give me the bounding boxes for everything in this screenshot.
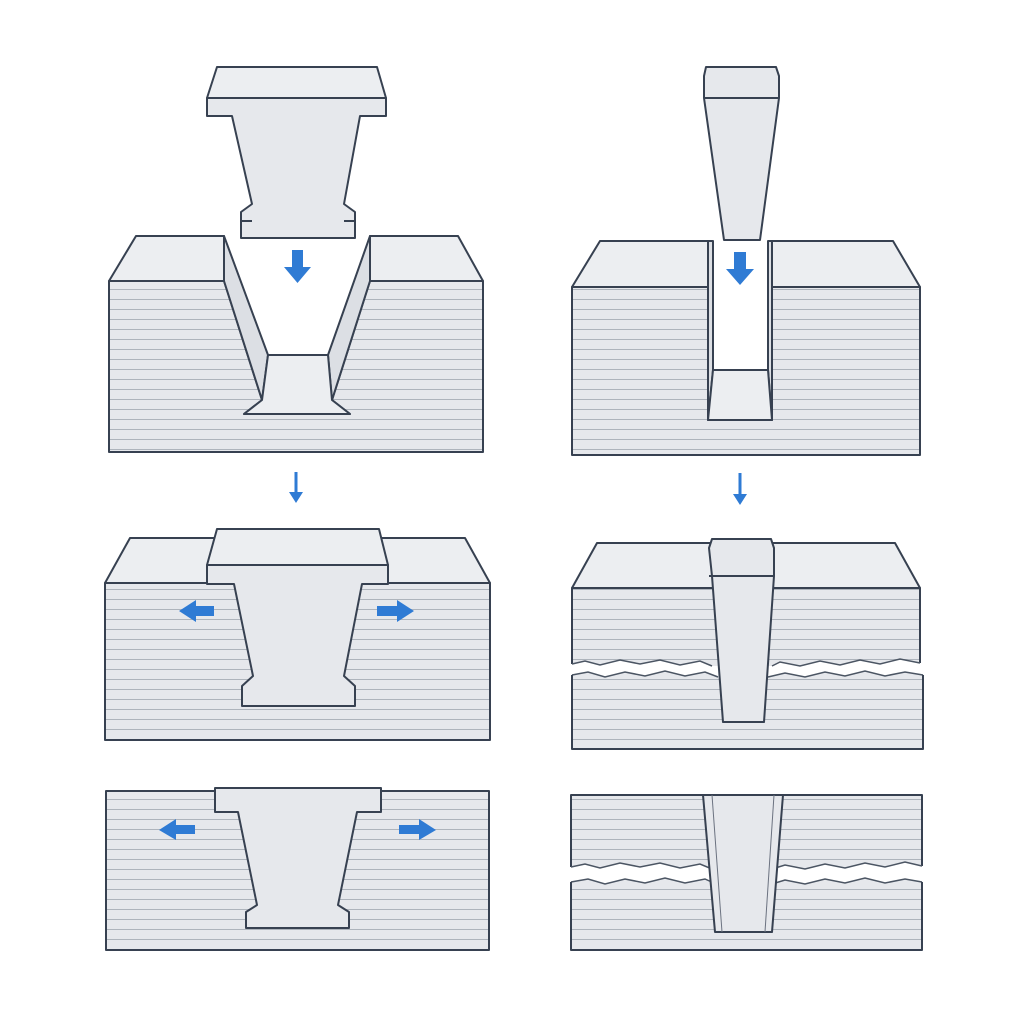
arrow-down-icon (726, 252, 754, 285)
step-arrow-left-1 (289, 472, 303, 503)
arrow-right-icon (399, 819, 436, 840)
crack-line (767, 670, 924, 678)
dovetail-section-panel (105, 787, 490, 951)
block-top-right (369, 235, 484, 282)
wedge-section-panel (570, 794, 923, 951)
arrow-left-icon (179, 600, 214, 622)
dovetail-key (214, 787, 382, 929)
arrow-down-icon (733, 494, 747, 505)
crack-line (570, 862, 713, 870)
arrow-left-icon (159, 819, 195, 840)
step-arrow-right-1 (733, 473, 747, 505)
dovetail-key (206, 528, 389, 707)
groove-floor (243, 354, 351, 415)
wedge (703, 66, 780, 241)
crack-line (771, 658, 921, 667)
slot-floor (707, 369, 773, 421)
arrow-down-icon (289, 492, 303, 503)
wedge-insert-panel (571, 66, 921, 456)
crack-line (570, 877, 717, 885)
dovetail-insert-panel (108, 66, 484, 453)
dovetail-key (206, 66, 387, 239)
dovetail-seated-panel (104, 528, 491, 741)
arrow-down-icon (284, 250, 311, 283)
arrow-right-icon (377, 600, 414, 622)
wedge (708, 538, 775, 723)
crack-line (771, 861, 923, 870)
wedge (702, 794, 784, 933)
crack-line (771, 877, 923, 885)
crack-line (571, 670, 719, 678)
wedge-split-panel (571, 538, 924, 750)
block-top-left (571, 240, 709, 288)
crack-line (571, 659, 713, 667)
block-top-right (771, 240, 921, 288)
block-top-left (108, 235, 225, 282)
